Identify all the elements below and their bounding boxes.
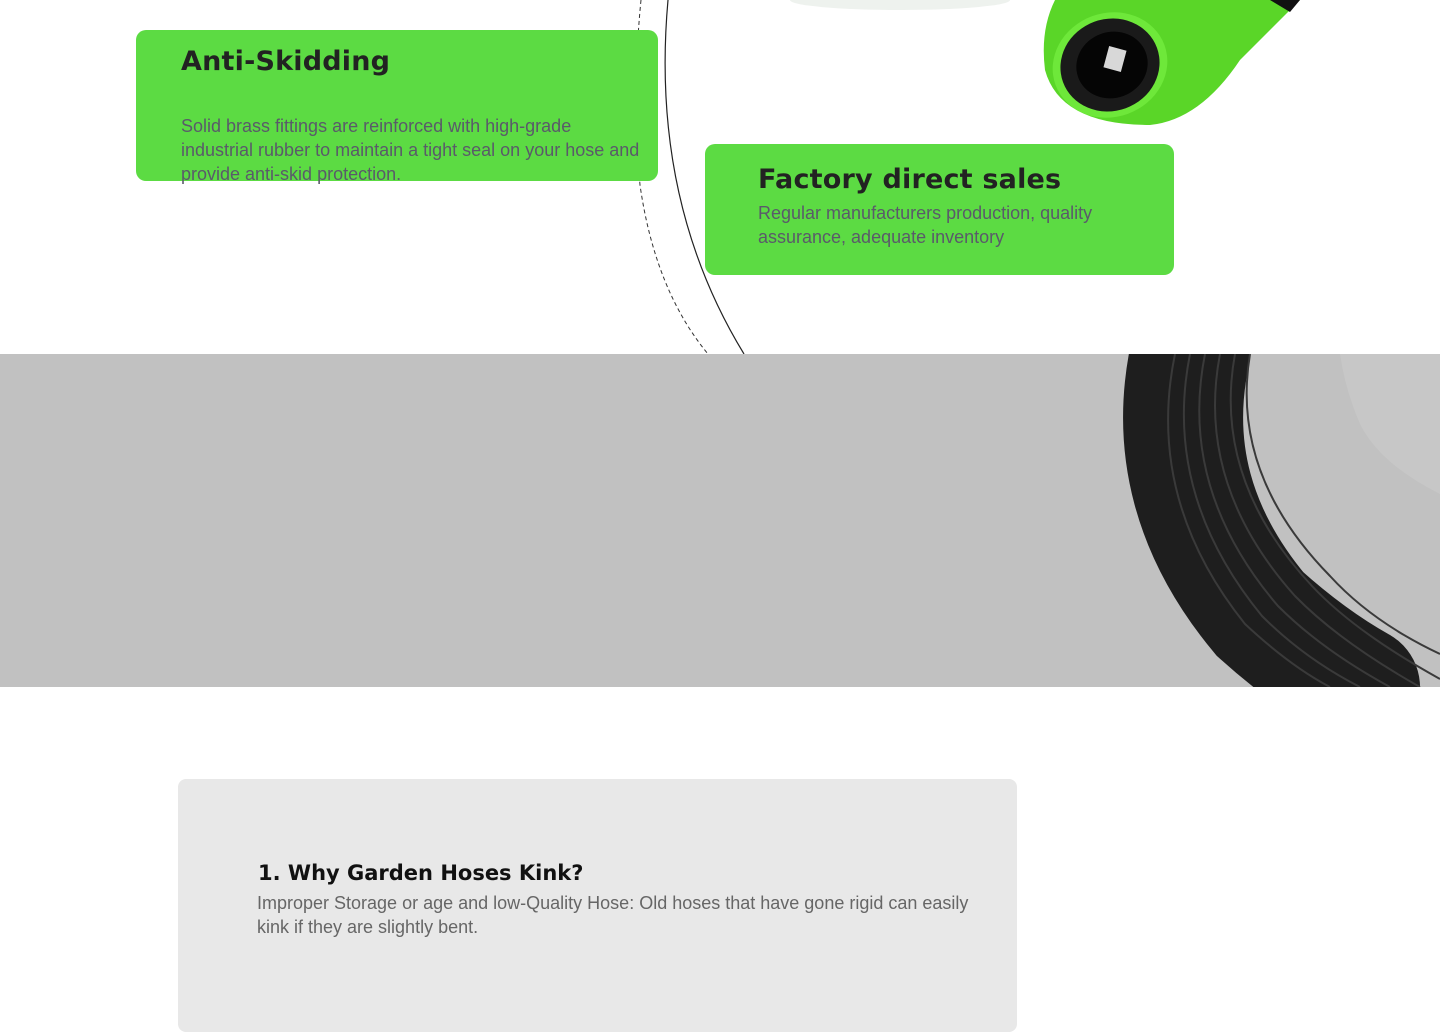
solid-arc — [664, 0, 745, 354]
feature-description: Solid brass fittings are reinforced with… — [181, 116, 640, 184]
faq-title: 1. Why Garden Hoses Kink? — [258, 861, 584, 885]
decorative-arcs — [635, 0, 1300, 354]
faq-card: 1. Why Garden Hoses Kink? Improper Stora… — [178, 779, 1017, 1032]
coiled-hose-image — [1123, 354, 1440, 687]
feature-title: Anti-Skidding — [181, 46, 391, 77]
feature-title: Factory direct sales — [758, 164, 1062, 195]
feature-card-factory-direct: Factory direct sales Regular manufacture… — [705, 144, 1174, 275]
faq-section: 1. Why Garden Hoses Kink? Improper Stora… — [0, 354, 1440, 1032]
hose-connector-image — [790, 0, 1300, 125]
faq-body: Improper Storage or age and low-Quality … — [257, 893, 969, 937]
feature-description: Regular manufacturers production, qualit… — [758, 203, 1093, 247]
features-section: Anti-Skidding Solid brass fittings are r… — [0, 0, 1440, 354]
feature-card-anti-skidding: Anti-Skidding Solid brass fittings are r… — [136, 30, 658, 184]
